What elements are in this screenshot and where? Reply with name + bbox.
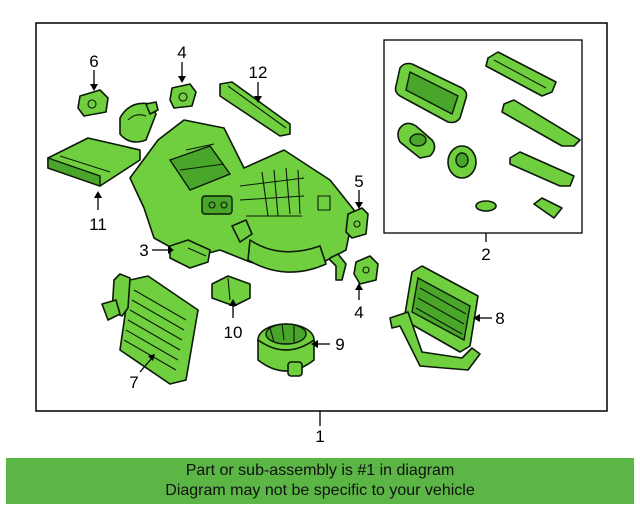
callout-9: 9: [335, 335, 344, 354]
leader-4-top: [178, 62, 186, 83]
actuator-6[interactable]: [77, 89, 109, 117]
parts-diagram: 1 2 3 4 4 5 6 7 8 9 10 11 12: [35, 22, 608, 446]
leader-3: [152, 246, 174, 254]
filter-door-strip[interactable]: [219, 81, 291, 137]
callout-10: 10: [224, 323, 243, 342]
seal-kit[interactable]: [394, 51, 581, 219]
callout-5: 5: [354, 172, 363, 191]
cabin-filter[interactable]: [47, 137, 141, 187]
leader-9: [311, 340, 330, 348]
callout-4-top: 4: [177, 43, 186, 62]
leader-12: [254, 82, 262, 103]
actuator-5[interactable]: [345, 207, 369, 239]
seal-kit-frame: [383, 39, 583, 234]
blower-motor[interactable]: [257, 323, 315, 377]
callout-7: 7: [129, 373, 138, 392]
leader-4-bottom: [355, 283, 363, 300]
callout-11: 11: [89, 215, 107, 234]
resistor-10[interactable]: [211, 275, 251, 307]
leader-6: [90, 70, 98, 91]
heater-core[interactable]: [389, 265, 481, 371]
callout-2: 2: [481, 245, 490, 264]
leader-5: [355, 190, 363, 209]
actuator-4-bottom[interactable]: [329, 253, 379, 285]
leader-7: [139, 354, 155, 373]
hvac-housing[interactable]: [129, 119, 355, 273]
mode-door-motor[interactable]: [119, 101, 159, 143]
sensor-3[interactable]: [169, 239, 211, 269]
assembly-frame: [35, 22, 608, 412]
leader-11: [94, 191, 102, 210]
banner-line-1: Part or sub-assembly is #1 in diagram: [185, 462, 455, 479]
footer-banner: Part or sub-assembly is #1 in diagram Di…: [6, 458, 634, 504]
callout-6: 6: [89, 52, 98, 71]
callout-8: 8: [495, 309, 504, 328]
callout-12: 12: [249, 63, 268, 82]
leader-10: [229, 299, 237, 318]
leader-8: [473, 314, 492, 322]
actuator-4-top[interactable]: [169, 83, 197, 109]
evaporator-core[interactable]: [101, 273, 199, 385]
callout-4-bottom: 4: [354, 303, 363, 322]
callout-3: 3: [139, 241, 148, 260]
banner-line-2: Diagram may not be specific to your vehi…: [165, 482, 475, 499]
callout-1: 1: [315, 427, 324, 446]
